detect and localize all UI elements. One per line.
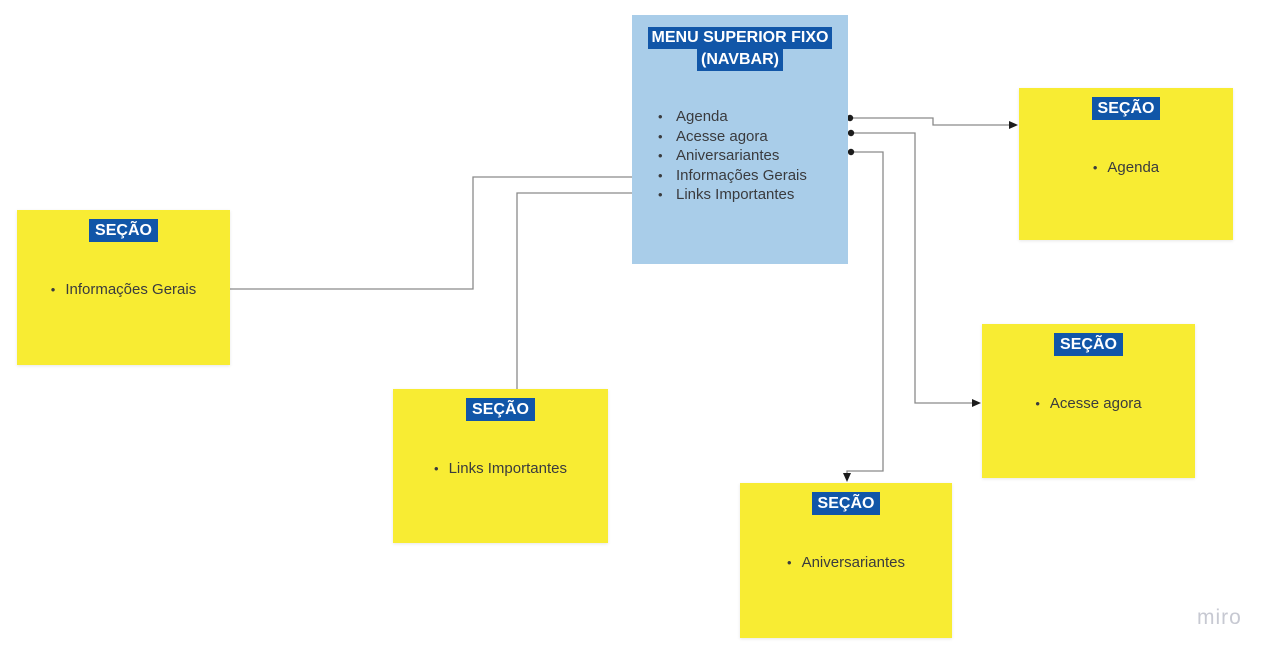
section-note-acesse-agora[interactable]: SEÇÃO • Acesse agora: [982, 324, 1195, 478]
section-item-label: Acesse agora: [1049, 395, 1142, 412]
navbar-item-label: Links Importantes: [676, 186, 795, 204]
section-item: • Agenda: [1019, 158, 1233, 177]
section-item-label: Aniversariantes: [801, 554, 905, 571]
navbar-item-links-importantes: • Links Importantes: [658, 185, 848, 205]
navbar-item-informacoes-gerais: • Informações Gerais: [658, 166, 848, 186]
bullet-icon: •: [658, 109, 663, 125]
navbar-item-acesse-agora: • Acesse agora: [658, 127, 848, 147]
bullet-icon: •: [1035, 396, 1040, 411]
miro-watermark: miro: [1197, 606, 1242, 629]
section-item: • Links Importantes: [393, 459, 608, 478]
section-title-badge: SEÇÃO: [811, 492, 881, 515]
connector-navbar-to-links-importantes[interactable]: [516, 192, 632, 389]
connector-navbar-to-aniversariantes[interactable]: [843, 148, 884, 482]
bullet-icon: •: [658, 167, 663, 183]
section-item-label: Agenda: [1107, 159, 1160, 176]
navbar-shape[interactable]: MENU SUPERIOR FIXO (NAVBAR) • Agenda • Ace…: [632, 15, 848, 264]
section-note-links-importantes[interactable]: SEÇÃO • Links Importantes: [393, 389, 608, 543]
section-item: • Informações Gerais: [17, 280, 230, 299]
bullet-icon: •: [658, 128, 663, 144]
navbar-item-label: Aniversariantes: [676, 147, 780, 165]
navbar-item-label: Informações Gerais: [676, 166, 807, 184]
section-item-label: Links Importantes: [448, 460, 567, 477]
section-item-label: Informações Gerais: [65, 281, 197, 298]
section-item: • Aniversariantes: [740, 553, 952, 572]
navbar-title-line2: (NAVBAR): [697, 49, 783, 71]
connector-navbar-to-agenda[interactable]: [846, 114, 1018, 129]
connector-navbar-to-acesse-agora[interactable]: [847, 129, 981, 407]
navbar-item-aniversariantes: • Aniversariantes: [658, 146, 848, 166]
section-item: • Acesse agora: [982, 394, 1195, 413]
section-note-informacoes-gerais[interactable]: SEÇÃO • Informações Gerais: [17, 210, 230, 365]
bullet-icon: •: [658, 148, 663, 164]
bullet-icon: •: [787, 555, 792, 570]
navbar-title: MENU SUPERIOR FIXO (NAVBAR): [632, 27, 848, 71]
section-title-badge: SEÇÃO: [1054, 333, 1123, 356]
section-note-aniversariantes[interactable]: SEÇÃO • Aniversariantes: [740, 483, 952, 638]
connector-informacoes-gerais-to-navbar[interactable]: [230, 176, 632, 290]
section-title-badge: SEÇÃO: [89, 219, 158, 242]
bullet-icon: •: [1092, 160, 1098, 175]
section-title-badge: SEÇÃO: [466, 398, 535, 421]
bullet-icon: •: [658, 187, 663, 203]
bullet-icon: •: [50, 282, 56, 297]
section-note-agenda[interactable]: SEÇÃO • Agenda: [1019, 88, 1233, 240]
bullet-icon: •: [434, 461, 439, 476]
navbar-item-agenda: • Agenda: [658, 107, 848, 127]
navbar-item-label: Agenda: [676, 108, 728, 126]
navbar-item-label: Acesse agora: [676, 127, 768, 145]
navbar-item-list: • Agenda • Acesse agora • Aniversariantes •…: [632, 107, 848, 205]
section-title-badge: SEÇÃO: [1091, 97, 1161, 120]
navbar-title-line1: MENU SUPERIOR FIXO: [647, 27, 833, 49]
